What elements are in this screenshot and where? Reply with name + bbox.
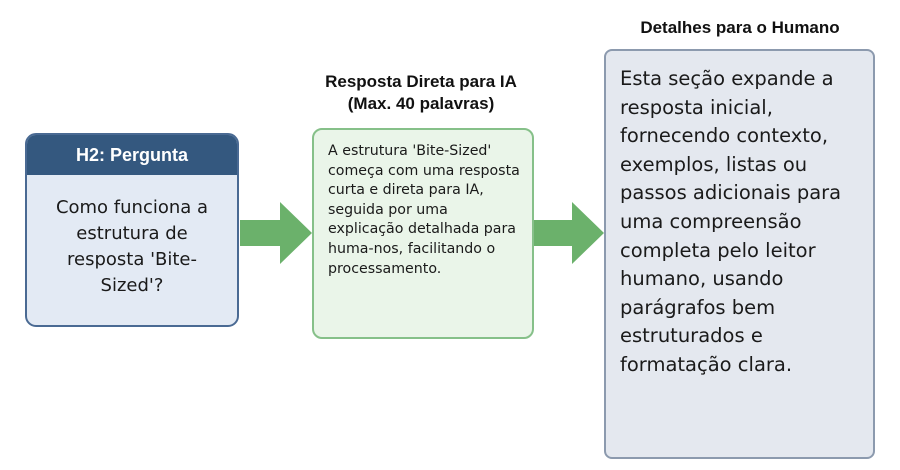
human-details-box: Esta seção expande a resposta inicial, f…	[604, 49, 875, 459]
arrow-shape	[240, 202, 312, 264]
ai-answer-title-line2: (Max. 40 palavras)	[347, 94, 495, 113]
arrow-shape	[534, 202, 604, 264]
arrow-right-icon	[240, 202, 312, 264]
question-header: H2: Pergunta	[27, 135, 237, 175]
ai-answer-text: A estrutura 'Bite-Sized' começa com uma …	[328, 143, 520, 277]
question-box: H2: Pergunta Como funciona a estrutura d…	[25, 133, 239, 327]
ai-answer-title: Resposta Direta para IA (Max. 40 palavra…	[292, 71, 550, 115]
human-details-title: Detalhes para o Humano	[640, 18, 840, 37]
ai-answer-box: A estrutura 'Bite-Sized' começa com uma …	[312, 128, 534, 339]
arrow-right-icon	[534, 202, 604, 264]
question-text: Como funciona a estrutura de resposta 'B…	[55, 197, 209, 296]
ai-answer-title-line1: Resposta Direta para IA	[325, 72, 517, 91]
human-details-text: Esta seção expande a resposta inicial, f…	[620, 67, 842, 376]
